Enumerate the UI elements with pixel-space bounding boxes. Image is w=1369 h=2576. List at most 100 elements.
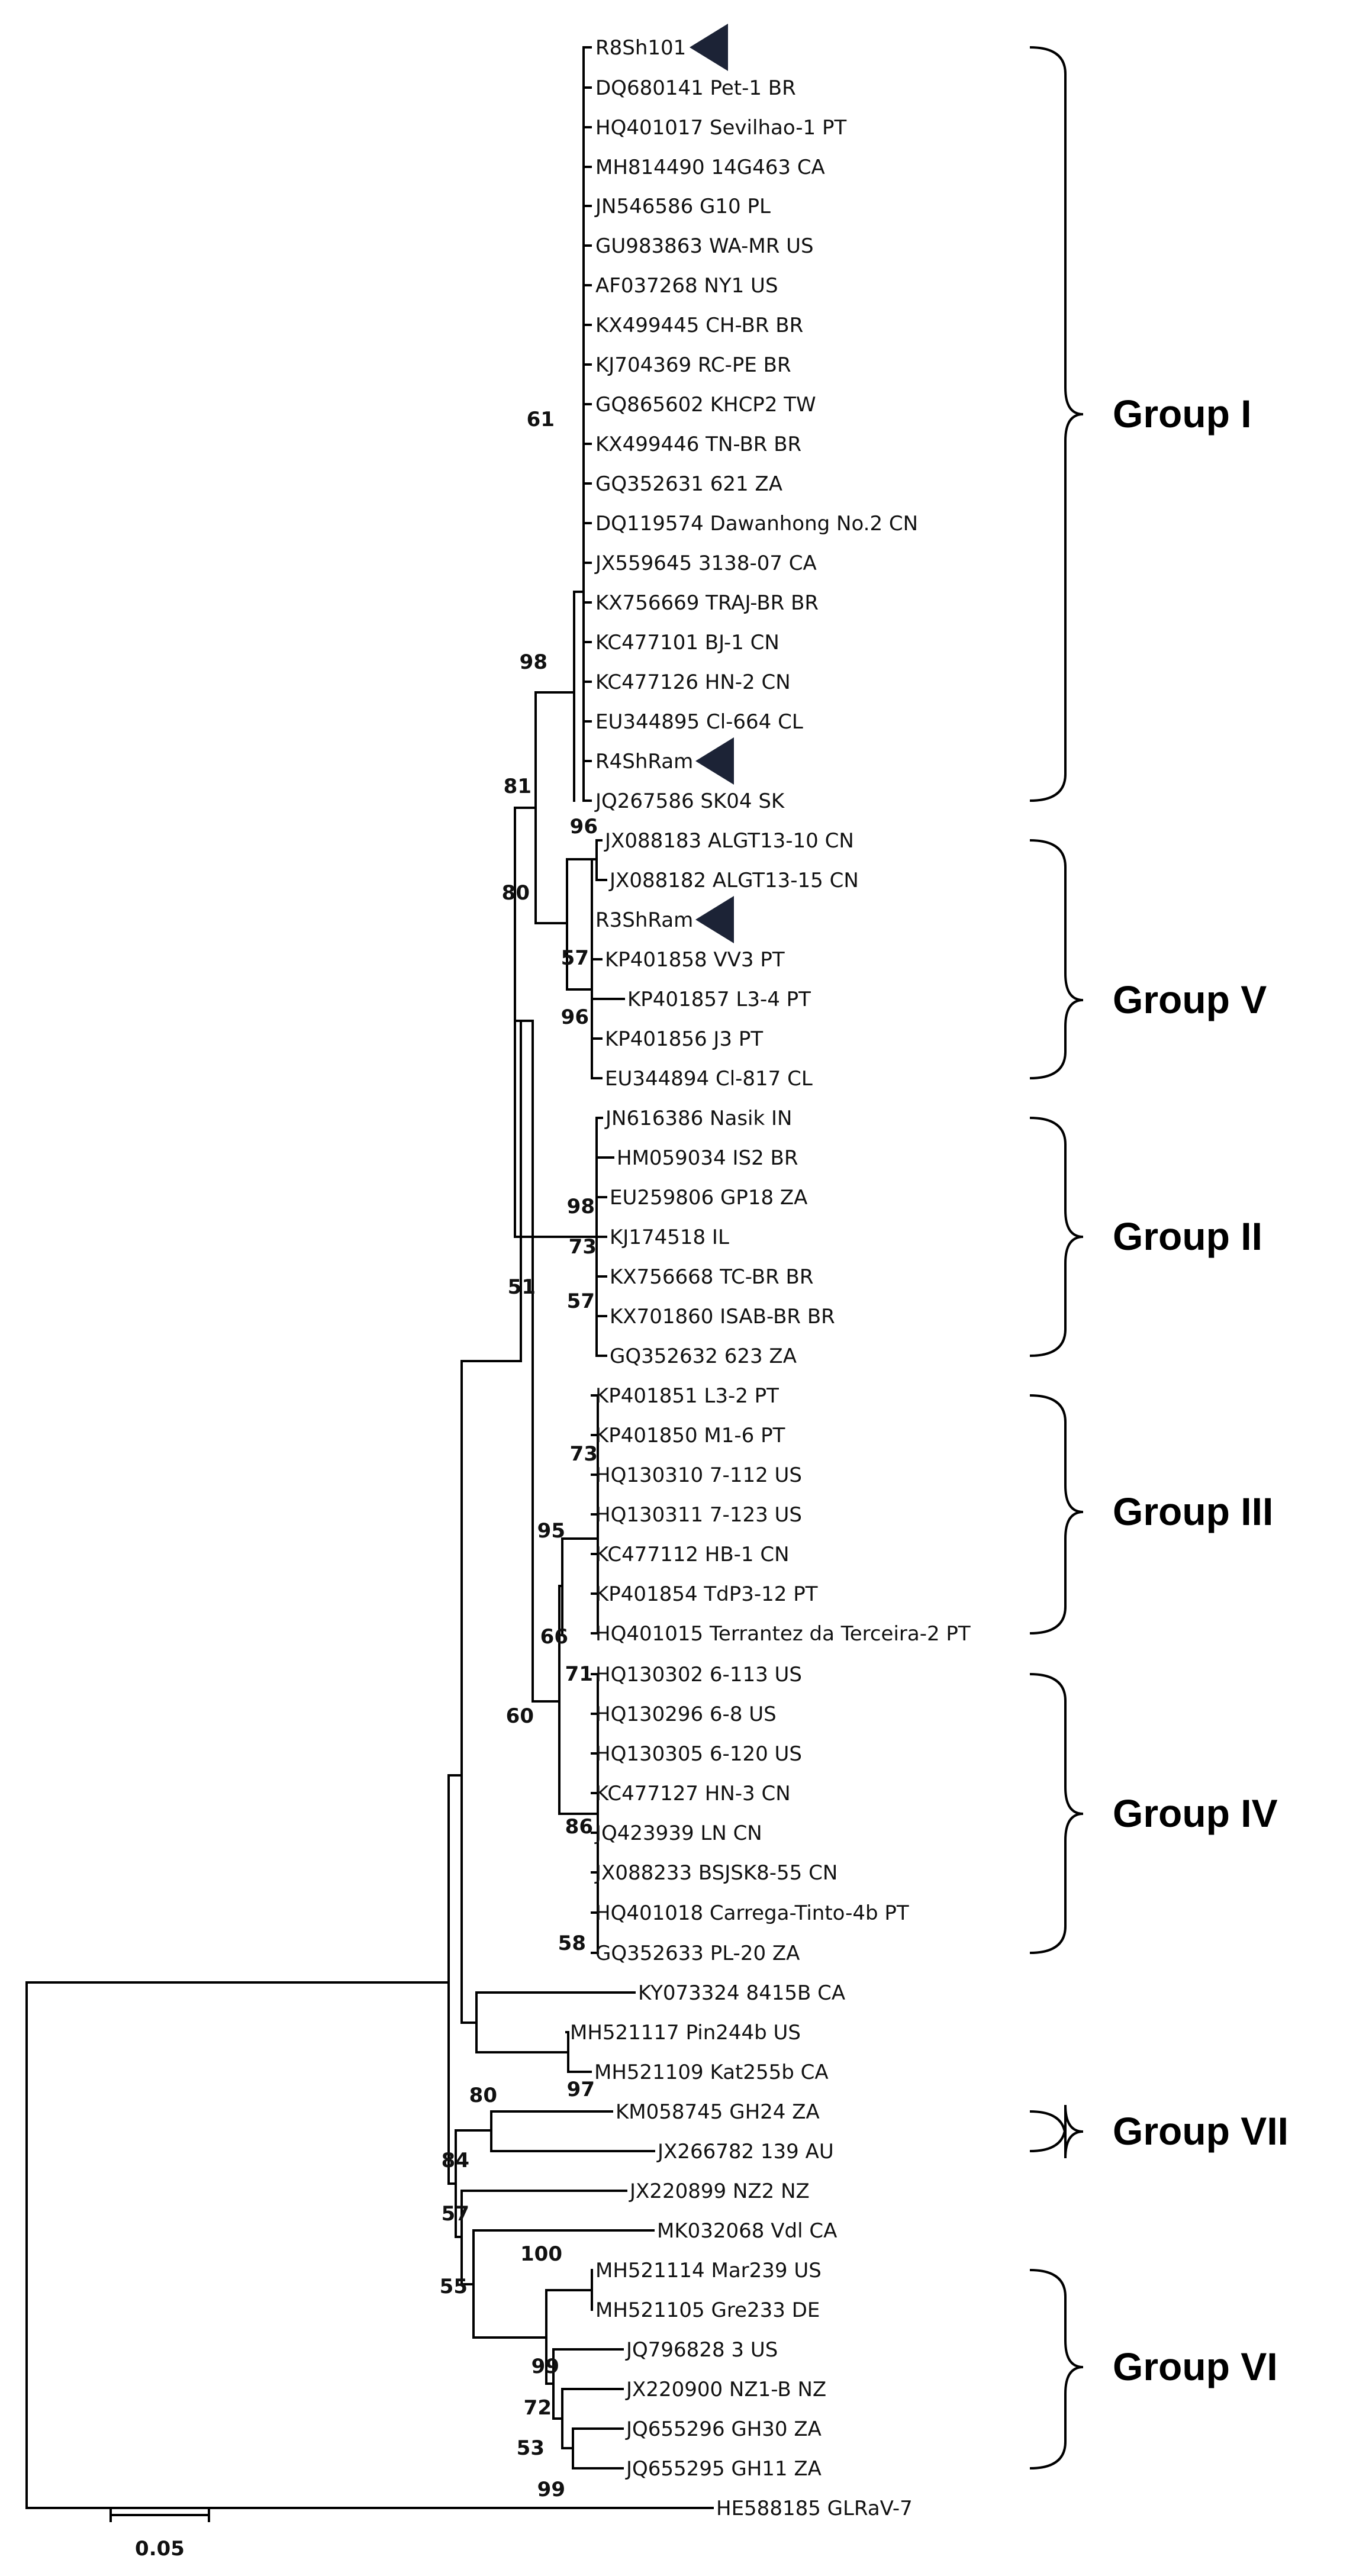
triangle-marker-icon bbox=[695, 737, 734, 785]
leaf-label: MH521105 Gre233 DE bbox=[595, 2298, 820, 2322]
leaf-label: R3ShRam bbox=[595, 908, 693, 932]
leaf-label: KY073324 8415B CA bbox=[638, 1981, 845, 2005]
leaf-label: HM059034 IS2 BR bbox=[617, 1146, 798, 1170]
leaf-label: MH521109 Kat255b CA bbox=[594, 2061, 829, 2084]
leaf-label: KC477101 BJ-1 CN bbox=[595, 631, 779, 655]
bootstrap-value: 51 bbox=[508, 1275, 536, 1299]
group-brace bbox=[1029, 2269, 1084, 2469]
leaf-label: JX088182 ALGT13-15 CN bbox=[608, 869, 859, 892]
bootstrap-value: 58 bbox=[558, 1932, 586, 1955]
leaf-label: KP401850 M1-6 PT bbox=[595, 1424, 785, 1447]
leaf-label: MH814490 14G463 CA bbox=[595, 156, 825, 179]
leaf-label: HE588185 GLRaV-7 bbox=[716, 2497, 913, 2520]
bootstrap-value: 96 bbox=[561, 1005, 589, 1029]
leaf-label: JN616386 Nasik IN bbox=[604, 1107, 792, 1130]
scale-bar: 0.05 bbox=[109, 2508, 210, 2561]
group-brace bbox=[1029, 1673, 1084, 1954]
leaf-label: JX088183 ALGT13-10 CN bbox=[604, 829, 854, 853]
leaf-label: EU259806 GP18 ZA bbox=[610, 1186, 807, 1210]
group-label: Group II bbox=[1113, 1214, 1262, 1258]
bootstrap-value: 57 bbox=[567, 1289, 595, 1313]
leaf-label: R8Sh101 bbox=[595, 36, 686, 60]
bootstrap-value: 57 bbox=[561, 946, 589, 970]
group-label: Group IV bbox=[1113, 1791, 1278, 1835]
leaf-label: JQ655295 GH11 ZA bbox=[625, 2457, 822, 2481]
group-label: Group VII bbox=[1113, 2109, 1289, 2153]
bootstrap-value: 80 bbox=[469, 2084, 497, 2107]
leaf-label: KP401858 VV3 PT bbox=[605, 948, 785, 972]
leaf-label: AF037268 NY1 US bbox=[595, 274, 778, 298]
leaf-label: KJ704369 RC-PE BR bbox=[595, 353, 791, 377]
leaf-label: JQ423939 LN CN bbox=[594, 1821, 762, 1845]
bootstrap-value: 72 bbox=[524, 2396, 552, 2420]
leaf-label: HQ130311 7-123 US bbox=[595, 1503, 802, 1527]
leaf-markers bbox=[690, 24, 734, 943]
scale-bar-label: 0.05 bbox=[135, 2537, 185, 2561]
leaf-label: GU983863 WA-MR US bbox=[595, 234, 814, 258]
leaf-label: JX088233 BSJSK8-55 CN bbox=[594, 1861, 837, 1885]
leaf-label: KJ174518 IL bbox=[610, 1226, 729, 1249]
leaf-label: HQ401018 Carrega-Tinto-4b PT bbox=[595, 1901, 909, 1925]
bootstrap-labels: 6198819657968098735751739566716086589780… bbox=[440, 408, 598, 2501]
bootstrap-value: 95 bbox=[537, 1519, 565, 1543]
group-brace bbox=[1029, 839, 1084, 1079]
bootstrap-value: 99 bbox=[532, 2355, 559, 2378]
leaf-label: KX499445 CH-BR BR bbox=[595, 314, 803, 337]
leaf-label: JX220899 NZ2 NZ bbox=[629, 2180, 810, 2203]
bootstrap-value: 71 bbox=[565, 1662, 593, 1686]
leaf-label: KP401851 L3-2 PT bbox=[595, 1384, 779, 1408]
leaf-label: HQ401017 Sevilhao-1 PT bbox=[595, 116, 846, 140]
bootstrap-value: 57 bbox=[442, 2202, 469, 2226]
bootstrap-value: 98 bbox=[520, 650, 547, 674]
leaf-label: R4ShRam bbox=[595, 750, 693, 773]
leaf-label: GQ352632 623 ZA bbox=[610, 1345, 797, 1368]
leaf-label: KC477112 HB-1 CN bbox=[595, 1543, 790, 1566]
bootstrap-value: 86 bbox=[565, 1815, 593, 1839]
group-brace bbox=[1029, 2104, 1084, 2159]
group-label: Group V bbox=[1113, 978, 1267, 1021]
bootstrap-value: 53 bbox=[517, 2436, 545, 2460]
leaf-label: HQ130302 6-113 US bbox=[595, 1663, 802, 1687]
leaf-label: JX559645 3138-07 CA bbox=[594, 552, 817, 575]
group-label: Group I bbox=[1113, 392, 1252, 436]
leaf-label: KC477126 HN-2 CN bbox=[595, 670, 791, 694]
leaf-label: KX499446 TN-BR BR bbox=[595, 433, 801, 456]
bootstrap-value: 84 bbox=[442, 2149, 469, 2172]
leaf-label: KX756668 TC-BR BR bbox=[610, 1265, 813, 1289]
leaf-label: JX266782 139 AU bbox=[656, 2140, 834, 2164]
leaf-label: JQ655296 GH30 ZA bbox=[625, 2417, 822, 2441]
group-braces bbox=[1029, 46, 1084, 2469]
group-label: Group III bbox=[1113, 1489, 1273, 1533]
bootstrap-value: 100 bbox=[520, 2242, 562, 2266]
leaf-label: KM058745 GH24 ZA bbox=[616, 2100, 820, 2124]
bootstrap-value: 61 bbox=[527, 408, 555, 431]
bootstrap-value: 66 bbox=[540, 1625, 568, 1649]
group-labels: Group I Group V Group II Group III Group IV G… bbox=[1113, 392, 1289, 2388]
leaf-label: JN546586 G10 PL bbox=[594, 195, 771, 218]
leaf-label: GQ352631 621 ZA bbox=[595, 472, 782, 496]
bootstrap-value: 55 bbox=[440, 2275, 468, 2298]
bootstrap-value: 80 bbox=[502, 881, 530, 905]
group-brace bbox=[1029, 1117, 1084, 1357]
leaf-label: EU344895 Cl-664 CL bbox=[595, 710, 803, 734]
leaf-label: GQ352633 PL-20 ZA bbox=[595, 1942, 800, 1965]
leaf-label: HQ130310 7-112 US bbox=[595, 1463, 802, 1487]
leaf-label: GQ865602 KHCP2 TW bbox=[595, 393, 816, 417]
leaf-label: JQ796828 3 US bbox=[625, 2338, 778, 2362]
group-label: Group VI bbox=[1113, 2345, 1278, 2388]
leaf-label: HQ130296 6-8 US bbox=[595, 1703, 777, 1726]
leaf-label: KX756669 TRAJ-BR BR bbox=[595, 591, 819, 615]
leaf-label: DQ680141 Pet-1 BR bbox=[595, 76, 796, 100]
leaf-label: HQ130305 6-120 US bbox=[595, 1742, 802, 1766]
bootstrap-value: 99 bbox=[537, 2478, 565, 2501]
leaf-label: JQ267586 SK04 SK bbox=[594, 789, 785, 813]
bootstrap-value: 97 bbox=[567, 2078, 595, 2101]
leaf-label: MH521117 Pin244b US bbox=[570, 2021, 801, 2045]
bootstrap-value: 98 bbox=[567, 1195, 595, 1218]
leaf-label: KX701860 ISAB-BR BR bbox=[610, 1305, 835, 1329]
group-brace bbox=[1029, 46, 1084, 802]
bootstrap-value: 73 bbox=[569, 1235, 597, 1259]
